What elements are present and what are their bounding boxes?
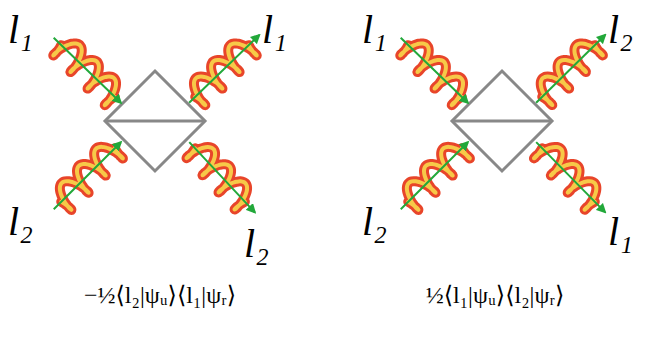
helical-beam — [534, 142, 605, 212]
splitter-diagonal — [105, 120, 205, 123]
propagation-arrow — [401, 142, 468, 209]
amplitude-formula: ½⟨l₁|ψᵤ⟩⟨l₂|ψᵣ⟩ — [350, 282, 640, 308]
helix-inner — [53, 43, 116, 105]
helix-outer — [194, 43, 257, 105]
mode-label: l₂ — [244, 222, 269, 266]
helix-inner — [194, 43, 257, 105]
helical-beam — [536, 35, 605, 105]
helix-inner — [400, 43, 463, 105]
helix-outer — [187, 147, 248, 209]
propagation-arrow — [54, 142, 121, 209]
helical-beam — [187, 142, 255, 212]
splitter-diagonal — [452, 120, 552, 123]
propagation-arrow — [401, 38, 468, 103]
propagation-arrow — [536, 142, 605, 212]
helix-inner — [534, 147, 596, 210]
helix-outer — [407, 147, 470, 210]
propagation-arrow — [536, 35, 605, 103]
propagation-arrow — [189, 142, 255, 212]
helix-outer — [400, 43, 463, 105]
helical-beam — [400, 38, 468, 105]
mode-label: l₂ — [362, 200, 387, 244]
helix-outer — [541, 43, 603, 105]
mode-label: l₂ — [608, 8, 633, 52]
helix-outer — [534, 147, 596, 210]
helical-beam — [54, 142, 123, 210]
helical-beam — [401, 142, 470, 210]
amplitude-formula: −½⟨l₂|ψᵤ⟩⟨l₁|ψᵣ⟩ — [10, 282, 310, 308]
helical-beam — [53, 38, 121, 105]
helix-inner — [60, 147, 123, 210]
mode-label: l₁ — [362, 8, 387, 52]
mode-label: l₁ — [608, 210, 633, 254]
mode-label: l₁ — [262, 8, 287, 52]
helix-inner — [541, 43, 603, 105]
helical-beam — [189, 35, 259, 105]
helix-outer — [60, 147, 123, 210]
mode-label: l₂ — [8, 200, 33, 244]
helix-inner — [187, 147, 248, 209]
mode-label: l₁ — [8, 8, 33, 52]
propagation-arrow — [54, 38, 121, 103]
propagation-arrow — [189, 35, 259, 103]
helix-outer — [53, 43, 116, 105]
helix-inner — [407, 147, 470, 210]
